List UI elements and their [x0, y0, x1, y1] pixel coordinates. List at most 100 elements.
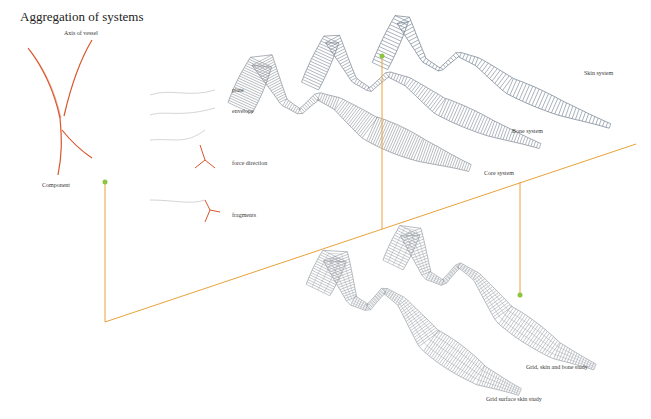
mesh-edge — [252, 65, 469, 171]
mesh-rib — [350, 75, 356, 78]
mesh-rib — [272, 87, 283, 92]
mesh-edge — [388, 22, 610, 129]
mesh-rib — [399, 75, 402, 82]
mesh-rib — [347, 107, 359, 122]
leader-lines — [105, 57, 636, 322]
branch — [30, 50, 61, 118]
mesh-rib — [329, 41, 342, 48]
mesh-rib — [520, 135, 523, 143]
mesh-rib — [295, 108, 298, 113]
mesh-rib — [579, 111, 583, 121]
mesh-rib — [486, 120, 493, 135]
mesh-ribbons — [228, 16, 611, 396]
mesh-rib — [274, 89, 284, 94]
mesh-grid — [324, 259, 519, 394]
mesh-rib — [475, 115, 483, 132]
part-figure — [150, 200, 205, 202]
caption-label: Axis of vessel — [64, 30, 98, 37]
mesh-rib — [332, 97, 337, 108]
mesh-rib — [379, 47, 395, 55]
mesh-rib — [529, 88, 536, 105]
markers — [103, 54, 523, 298]
mesh-rib — [406, 135, 416, 158]
mesh-rib — [416, 85, 424, 95]
mesh-rib — [348, 108, 360, 124]
mesh-rib — [469, 165, 471, 172]
mesh-edge — [383, 226, 596, 365]
axis-line — [105, 144, 636, 322]
mesh-rib — [345, 106, 356, 121]
mesh-rib — [326, 35, 340, 42]
mesh-rib — [420, 88, 429, 99]
mesh-rib — [592, 117, 595, 124]
mesh-rib — [519, 84, 526, 100]
mesh-rib — [475, 58, 478, 66]
mesh-rib — [438, 150, 443, 165]
mesh-rib — [306, 103, 310, 107]
mesh-rib — [377, 81, 380, 84]
mesh-rib — [447, 155, 451, 167]
mesh-rib — [534, 141, 536, 147]
mesh-rib — [526, 86, 533, 103]
mesh-rib — [299, 109, 303, 113]
mesh-rib — [603, 121, 605, 126]
mesh-rib — [444, 101, 452, 119]
mesh-rib — [402, 132, 413, 156]
mesh-rib — [435, 66, 437, 69]
mesh-rib — [523, 136, 526, 144]
mesh-rib — [609, 124, 611, 128]
mesh-rib — [275, 92, 284, 97]
mesh-rib — [367, 117, 378, 141]
mesh-rib — [489, 121, 494, 136]
mesh-rib — [500, 76, 509, 88]
mesh-rib — [536, 142, 538, 147]
mesh-edge — [228, 55, 471, 165]
caption-label: fragments — [232, 212, 256, 219]
mesh-rib — [318, 93, 321, 100]
mesh-rib — [572, 108, 576, 119]
mesh-rib — [472, 113, 480, 130]
mesh-rib — [258, 64, 275, 73]
mesh-rib — [382, 40, 398, 47]
mesh-rib — [384, 37, 400, 44]
mesh-rib — [481, 117, 488, 133]
mesh-rib — [289, 103, 293, 109]
mesh-rib — [418, 87, 426, 98]
mesh-rib — [507, 79, 514, 94]
mesh-rib — [451, 58, 454, 61]
mesh-rib — [531, 140, 533, 146]
mesh-rib — [324, 36, 339, 43]
mesh-rib — [371, 119, 382, 144]
mesh-rib — [469, 56, 472, 63]
mesh-edge — [372, 16, 611, 124]
mesh-rib — [492, 70, 500, 81]
mesh-rib — [510, 80, 517, 96]
mesh-rib — [374, 59, 390, 66]
diagram-title: Aggregation of systems — [20, 10, 143, 24]
mesh-rib — [426, 60, 429, 64]
mesh-rib — [535, 91, 542, 107]
mesh-rib — [446, 102, 454, 120]
mesh-rib — [472, 57, 475, 64]
mesh-edge — [306, 250, 521, 388]
mesh-rib — [477, 60, 482, 67]
mesh-rib — [348, 73, 354, 76]
mesh-edge — [319, 43, 540, 149]
mesh-rib — [497, 74, 506, 86]
mesh-rib — [416, 50, 422, 53]
mesh-rib — [589, 115, 592, 123]
leader-line — [520, 182, 521, 295]
mesh-rib — [320, 93, 323, 101]
mesh-rib — [399, 131, 410, 156]
mesh-rib — [440, 151, 445, 166]
mesh-rib — [422, 90, 431, 102]
mesh-rib — [415, 46, 422, 50]
mesh-rib — [532, 89, 539, 105]
mesh-rib — [599, 120, 601, 126]
mesh-rib — [362, 84, 364, 88]
mesh-rib — [448, 60, 451, 63]
mesh-rib — [409, 136, 419, 159]
branch — [62, 130, 92, 158]
mesh-rib — [302, 82, 319, 90]
mesh-rib — [387, 31, 403, 38]
